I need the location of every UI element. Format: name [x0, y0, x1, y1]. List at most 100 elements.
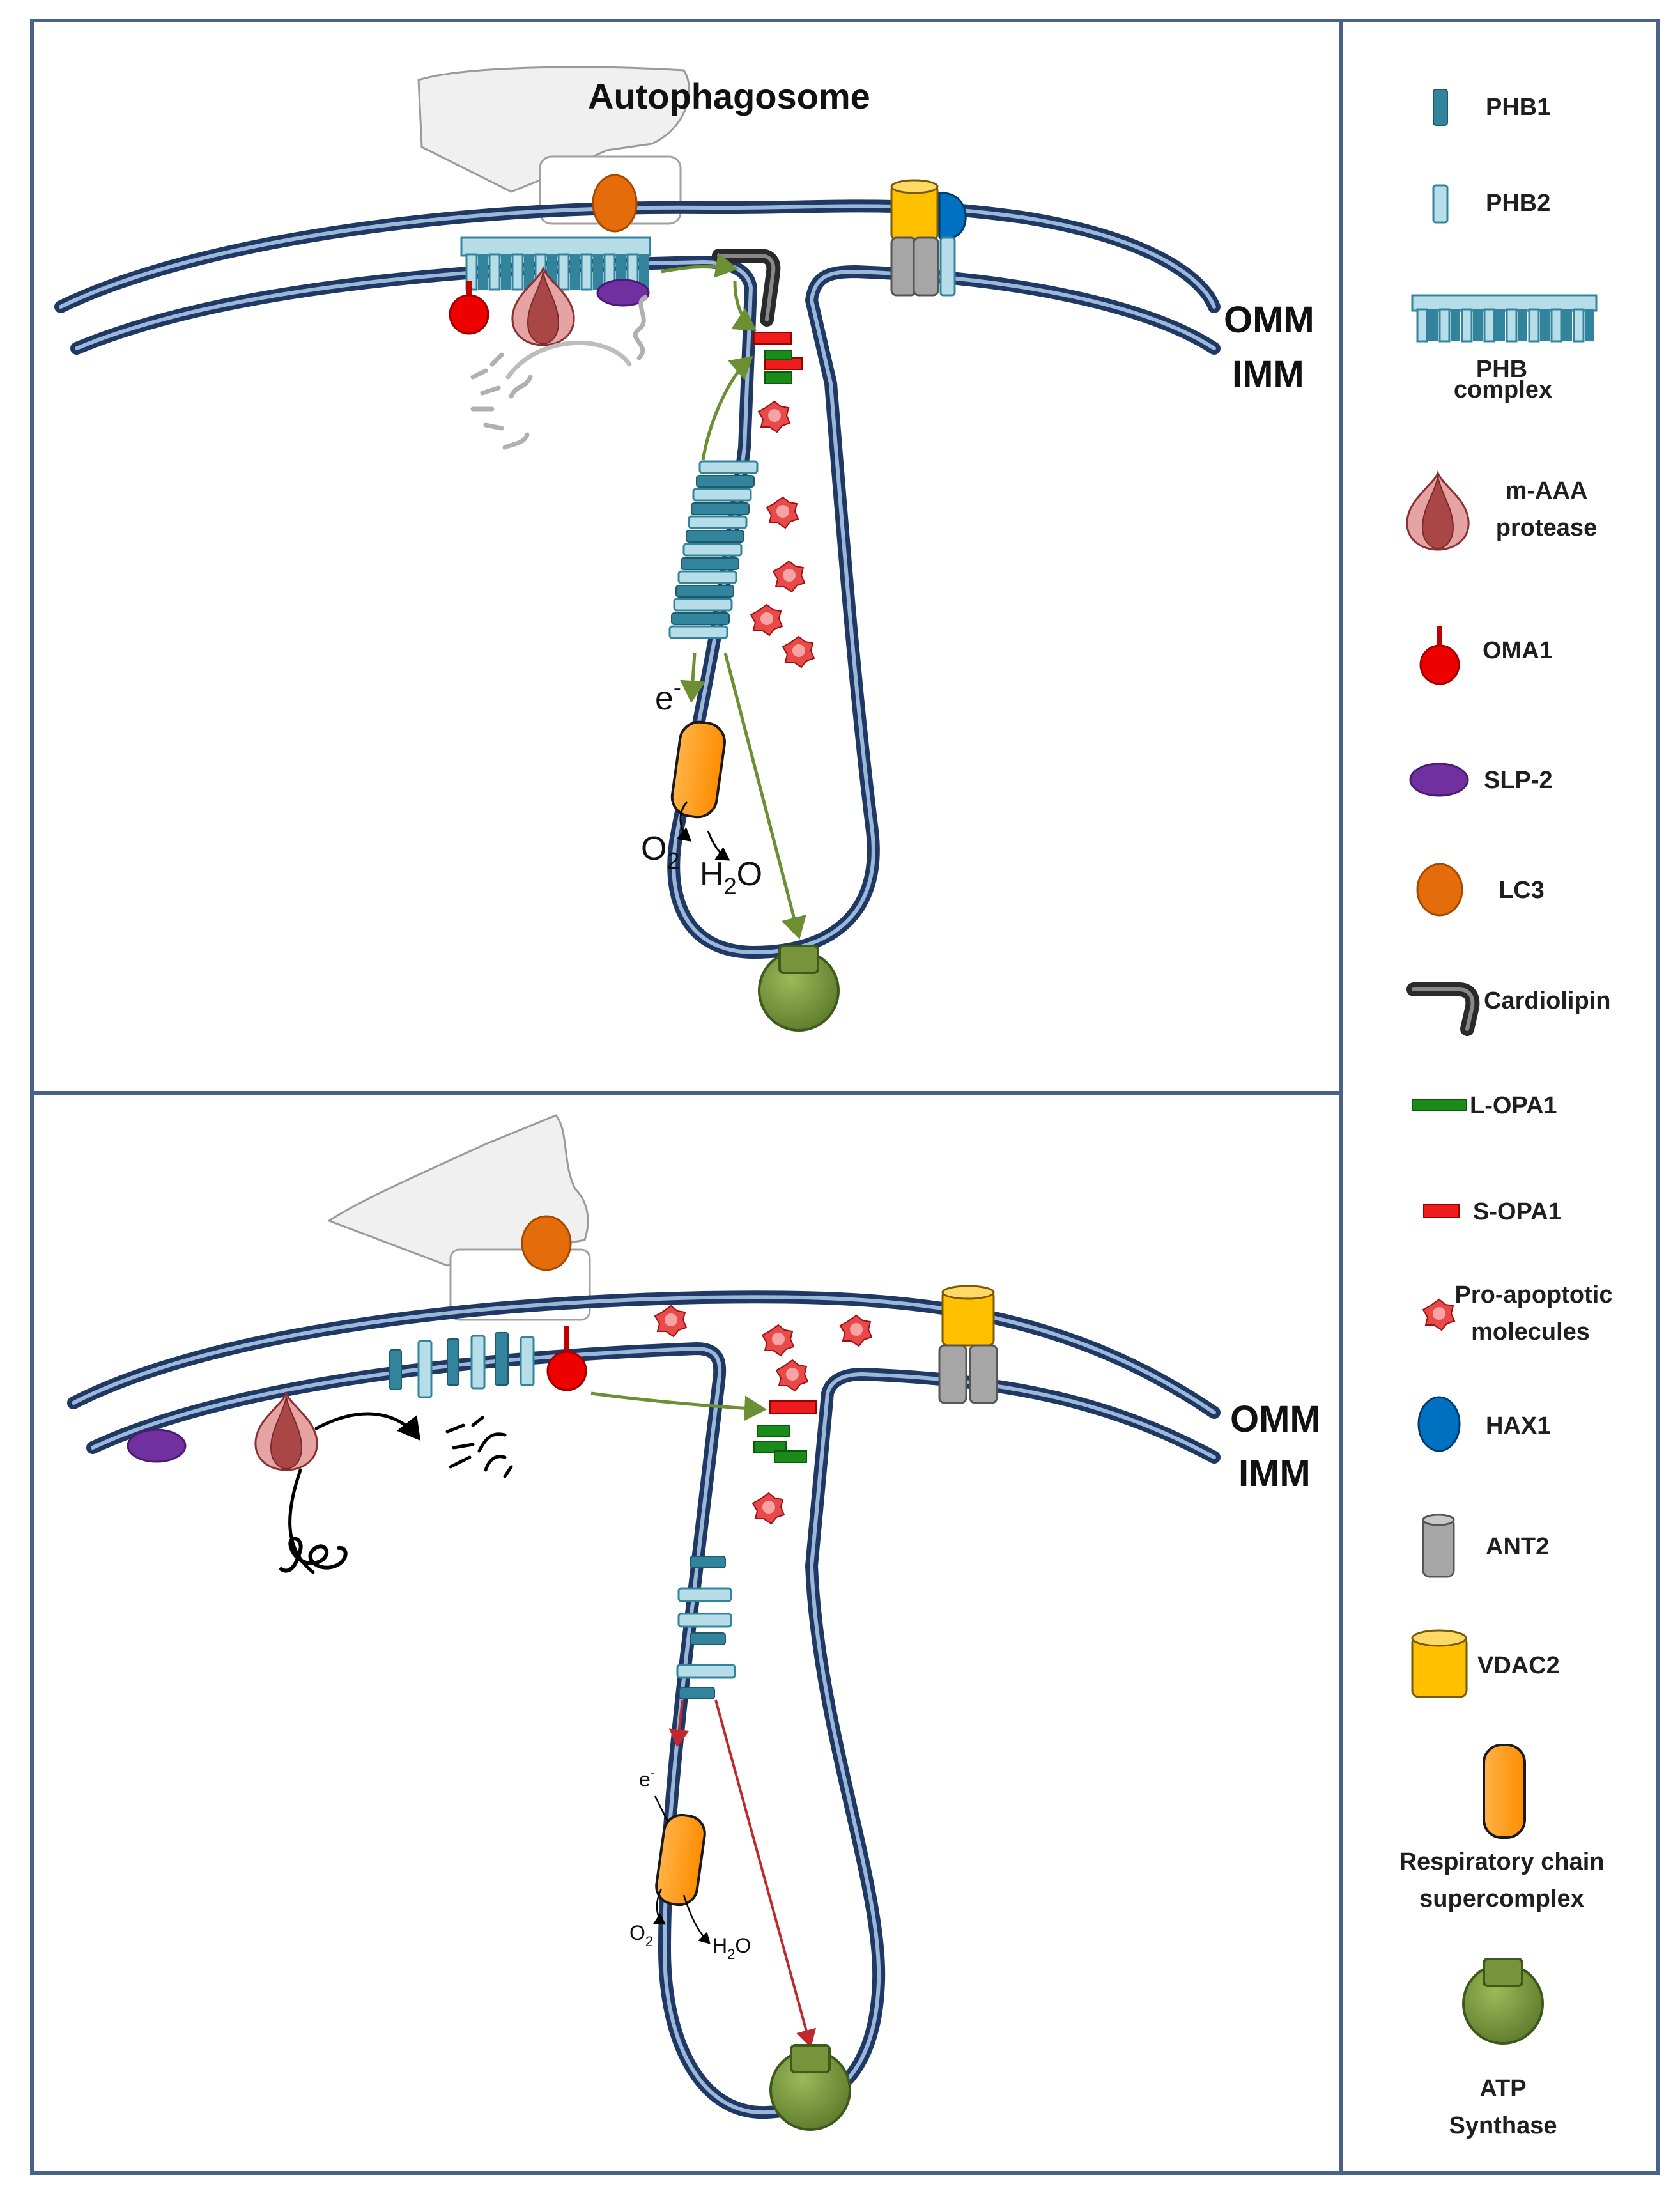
h2o-sub: 2: [724, 873, 737, 899]
o2-label: O: [629, 1921, 645, 1944]
opa1-cluster: [753, 1400, 817, 1463]
legend-ant2-label: ANT2: [1486, 1533, 1549, 1560]
legend-oma1-label: OMA1: [1483, 637, 1553, 664]
top-panel: Autophagosome: [54, 66, 1314, 1032]
opa1-cluster: [753, 332, 803, 384]
slp2-icon: [596, 279, 650, 307]
o2-sub: 2: [645, 1933, 653, 1949]
electron-sup: -: [674, 674, 681, 701]
legend-respiratory-chain-icon: [1483, 1744, 1526, 1839]
o2-label: O: [641, 830, 667, 867]
phb-crista-bottom: [676, 1556, 736, 1699]
top-chem: e- O2 H2O: [641, 674, 762, 899]
phb-complex-ring: [460, 236, 651, 291]
bottom-membranes: [67, 1290, 1221, 2119]
figure-frame: [30, 19, 1660, 2175]
legend-cardiolipin-icon: [1406, 982, 1480, 1036]
legend-pro-apoptotic-icon: [1422, 1299, 1455, 1331]
h2o-o: O: [735, 1934, 751, 1957]
atp-synthase-icon: [769, 2044, 851, 2131]
legend-phb-complex-line2: complex: [1454, 376, 1552, 403]
legend-respiratory-chain-label: Respiratory chain supercomplex: [1399, 1848, 1605, 1912]
vdac2-icon: [941, 1285, 995, 1347]
legend-pro-apoptotic-line2: molecules: [1471, 1319, 1590, 1345]
substrate-processing: [279, 1412, 513, 1574]
legend-slp2-icon: [1409, 763, 1469, 797]
legend-hax1-label: HAX1: [1486, 1413, 1550, 1439]
legend-phb2-label: PHB2: [1486, 190, 1550, 217]
omm-label: OMM: [1224, 299, 1314, 341]
slp2-icon: [127, 1428, 187, 1463]
autophagosome: Autophagosome: [417, 66, 870, 225]
legend-lc3-icon: [1416, 863, 1463, 917]
h2o-o: O: [737, 856, 762, 893]
svg-text:e-: e-: [639, 1765, 655, 1791]
omm-label: OMM: [1230, 1398, 1321, 1440]
h2o-h: H: [700, 856, 724, 893]
respiratory-chain-icon: [670, 720, 726, 819]
top-green-arrows: [661, 252, 806, 940]
legend-phb-complex-icon: [1411, 294, 1598, 343]
svg-text:H2O: H2O: [713, 1934, 751, 1962]
legend-slp2-label: SLP-2: [1484, 767, 1553, 794]
svg-text:O2: O2: [629, 1921, 653, 1949]
top-membranes: [54, 199, 1221, 959]
electron-label: e: [639, 1768, 651, 1791]
autophagosome-label: Autophagosome: [588, 76, 870, 116]
oma1-icon: [546, 1326, 587, 1391]
legend-l-opa1-icon: [1412, 1099, 1467, 1111]
lc3-icon: [592, 174, 638, 233]
legend-vdac2-icon: [1411, 1629, 1468, 1698]
legend-atp-line1: ATP: [1479, 2075, 1526, 2102]
bottom-panel: e- O2 H2O OMM IMM: [67, 1114, 1321, 2131]
red-arrows-bottom: [668, 1699, 817, 2048]
electron-label: e: [655, 680, 674, 717]
legend-atp-synthase-icon: [1462, 1958, 1544, 2045]
legend-m-aaa-line1: m-AAA: [1506, 477, 1588, 504]
legend-lc3-label: LC3: [1499, 877, 1545, 904]
legend-m-aaa-protease-label: m-AAA protease: [1496, 477, 1597, 541]
dispersed-phb: [389, 1332, 535, 1398]
respiratory-chain-icon: [655, 1813, 706, 1907]
legend-atp-line2: Synthase: [1449, 2112, 1557, 2139]
legend-s-opa1-icon: [1423, 1204, 1460, 1218]
imm-label: IMM: [1232, 353, 1304, 395]
legend-vdac2-label: VDAC2: [1477, 1652, 1560, 1679]
svg-text:H2O: H2O: [700, 856, 762, 899]
imm-label: IMM: [1238, 1453, 1311, 1494]
legend-pro-apoptotic-line1: Pro-apoptotic: [1455, 1281, 1613, 1308]
legend-pro-apoptotic-label: Pro-apoptotic molecules: [1455, 1281, 1613, 1345]
vdac2-icon: [890, 179, 939, 241]
svg-text:e-: e-: [655, 674, 681, 717]
hax1-icon: [938, 192, 967, 240]
ant2-icon: [938, 1344, 998, 1404]
h2o-h: H: [713, 1934, 727, 1957]
legend-s-opa1-label: S-OPA1: [1473, 1198, 1562, 1225]
legend-oma1-icon: [1419, 626, 1460, 685]
legend-ant2-icon: [1422, 1514, 1455, 1578]
legend-phb2-icon: [1432, 184, 1449, 224]
pro-apoptotic-molecules: [654, 1305, 872, 1524]
legend-respiratory-line1: Respiratory chain: [1399, 1848, 1605, 1875]
green-arrow-bottom: [590, 1391, 767, 1421]
legend-phb1-label: PHB1: [1486, 94, 1550, 121]
legend-l-opa1-label: L-OPA1: [1470, 1092, 1557, 1119]
lc3-icon: [521, 1215, 572, 1271]
legend-m-aaa-line2: protease: [1496, 515, 1597, 541]
o2-sub: 2: [667, 848, 679, 874]
legend-phb-complex-line1: PHB: [1476, 356, 1527, 383]
legend-phb1-icon: [1433, 89, 1448, 126]
oma1-icon: [449, 281, 489, 335]
m-aaa-protease-icon: [254, 1392, 318, 1471]
legend-respiratory-line2: supercomplex: [1419, 1885, 1584, 1912]
pro-apoptotic-molecules: [750, 401, 815, 668]
atp-synthase-icon: [758, 945, 840, 1032]
bottom-chem: e- O2 H2O: [629, 1765, 751, 1962]
legend-atp-synthase-label: ATP Synthase: [1449, 2075, 1557, 2139]
phb-crista-stack: [668, 460, 759, 639]
degraded-fragments: [470, 295, 648, 450]
legend-m-aaa-protease-icon: [1406, 472, 1470, 551]
